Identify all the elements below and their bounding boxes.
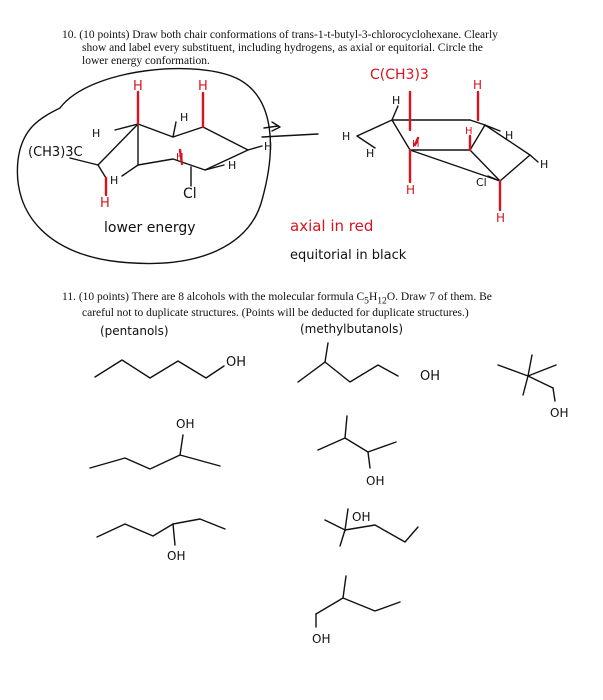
alcohol-2-pentanol: OH bbox=[89, 417, 221, 470]
alcohol-2-oh: OH bbox=[176, 417, 194, 431]
right-h-3: H bbox=[392, 94, 400, 107]
left-h-axial-2: H bbox=[198, 79, 208, 94]
alcohol-8-dimethylpropanol: OH bbox=[497, 354, 568, 420]
right-h-axial-2: H bbox=[406, 183, 415, 197]
right-tbutyl-label: C(CH3)3 bbox=[370, 67, 429, 83]
pentanols-label: (pentanols) bbox=[100, 324, 169, 338]
alcohol-8-oh: OH bbox=[550, 406, 568, 420]
alcohol-4-methylbutanol: OH bbox=[297, 342, 440, 384]
alcohol-4-oh: OH bbox=[420, 369, 440, 384]
question-10-number: 10. bbox=[62, 29, 77, 41]
formula-subscript-c: 5 bbox=[364, 295, 369, 307]
alcohol-3-oh: OH bbox=[167, 549, 185, 563]
right-h-2: H bbox=[366, 147, 374, 160]
question-11-points: (10 points) bbox=[78, 291, 129, 303]
lower-energy-circle bbox=[16, 67, 272, 265]
alcohol-7-methylbutanol: OH bbox=[312, 575, 401, 646]
conformation-arrow bbox=[261, 133, 319, 138]
question-11-line1b: H bbox=[368, 291, 378, 303]
question-10: 10. (10 points) Draw both chair conforma… bbox=[62, 29, 582, 68]
left-h-axial-1: H bbox=[133, 79, 143, 94]
left-h-3: H bbox=[180, 111, 188, 124]
right-h-axial-4: H bbox=[465, 126, 473, 137]
right-h-5: H bbox=[540, 158, 548, 171]
formula-subscript-h: 12 bbox=[377, 295, 387, 307]
methylbutanols-label: (methylbutanols) bbox=[300, 322, 403, 336]
left-cl-label: Cl bbox=[183, 186, 197, 202]
alcohol-5-oh: OH bbox=[366, 474, 384, 488]
question-10-line2: show and label every substituent, includ… bbox=[82, 42, 483, 54]
alcohol-5-methylbutanol: OH bbox=[317, 415, 397, 488]
question-11-line1c: O. Draw 7 of them. Be bbox=[386, 291, 492, 303]
right-h-axial-1: H bbox=[473, 78, 482, 92]
alcohol-1-oh: OH bbox=[226, 355, 246, 370]
left-chair bbox=[69, 90, 263, 197]
left-h-axial-3: H bbox=[100, 196, 110, 211]
left-h-1: H bbox=[92, 127, 100, 140]
question-10-line1: Draw both chair conformations of trans-1… bbox=[132, 29, 498, 41]
right-cl-label: Cl bbox=[476, 176, 487, 189]
alcohol-7-oh: OH bbox=[312, 632, 330, 646]
axial-note: axial in red bbox=[290, 217, 374, 235]
left-tbutyl-label: (CH3)3C bbox=[28, 145, 83, 160]
right-h-4: H bbox=[505, 129, 513, 142]
right-h-axial-3: H bbox=[496, 211, 505, 225]
lower-energy-label: lower energy bbox=[104, 220, 196, 236]
question-11-line1a: There are 8 alcohols with the molecular … bbox=[131, 291, 365, 303]
alcohol-3-pentanol: OH bbox=[96, 518, 226, 563]
alcohol-6-methylbutanol: OH bbox=[324, 508, 419, 547]
question-10-line3: lower energy conformation. bbox=[82, 55, 210, 67]
left-h-axial-4: H bbox=[176, 152, 184, 163]
left-h-2: H bbox=[110, 174, 118, 187]
left-h-4: H bbox=[228, 159, 236, 172]
alcohol-6-oh: OH bbox=[352, 510, 370, 524]
question-11: 11. (10 points) There are 8 alcohols wit… bbox=[62, 291, 582, 320]
left-chair-ring bbox=[97, 123, 249, 171]
question-10-points: (10 points) bbox=[79, 29, 130, 41]
question-11-line2: careful not to duplicate structures. (Po… bbox=[82, 307, 469, 320]
right-h-axial-5: H bbox=[412, 139, 420, 150]
right-chair bbox=[356, 90, 539, 212]
left-h-5: H bbox=[264, 140, 272, 153]
right-h-1: H bbox=[342, 130, 350, 143]
right-chair-ring bbox=[356, 119, 531, 182]
alcohol-1-pentanol: OH bbox=[94, 355, 246, 379]
equatorial-note: equitorial in black bbox=[290, 248, 407, 263]
question-11-number: 11. bbox=[62, 291, 76, 303]
